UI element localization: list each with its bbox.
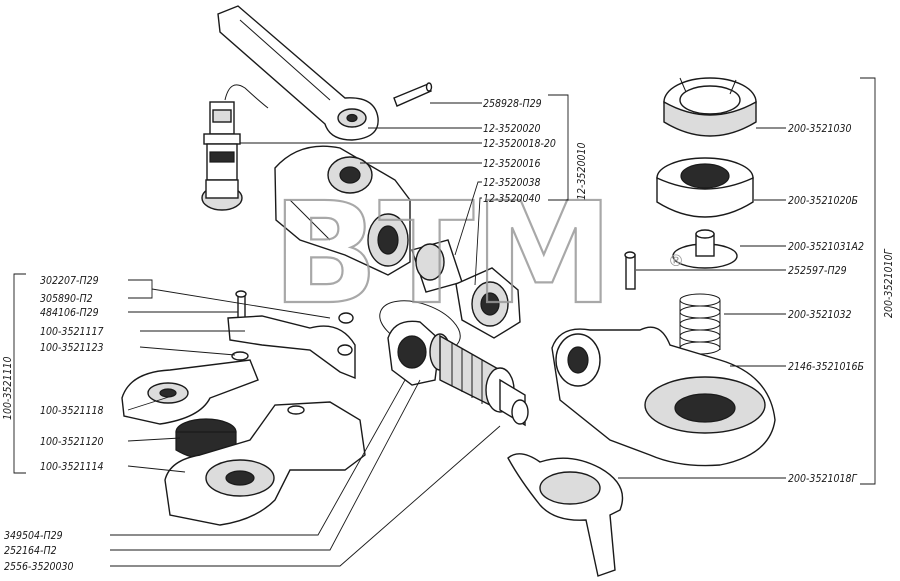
callout-302207-p29: 302207-П29 [40,275,99,287]
callout-200-3521031a2: 200-3521031А2 [788,241,864,253]
callout-2556-3520030: 2556-3520030 [4,561,74,573]
group-12-3520010: 12-3520010 [576,143,588,201]
spring [679,293,721,355]
cap-ring [656,157,754,218]
cam-lever [227,312,356,380]
bracket-pin [235,290,247,329]
callout-12-3520018-20: 12-3520018-20 [483,138,556,150]
callout-305890-p2: 305890-П2 [40,293,93,305]
callout-12-3520020: 12-3520020 [483,123,541,135]
callout-252597-p29: 252597-П29 [788,265,847,277]
callout-2146-3521016b: 2146-3521016Б [788,361,864,373]
group-200-3521010g: 200-3521010Г [883,249,895,318]
valve-body [274,145,411,276]
watermark-registered: ® [668,251,684,270]
callout-100-3521123: 100-3521123 [40,342,104,354]
callout-12-3520016: 12-3520016 [483,158,541,170]
spring-seat [672,229,738,269]
callout-200-3521018g: 200-3521018Г [788,473,857,485]
callout-100-3521114: 100-3521114 [40,461,104,473]
threaded-fitting [387,320,529,427]
callout-200-3521030: 200-3521030 [788,123,852,135]
watermark: BTM ® [271,172,684,337]
lower-lever [121,359,259,425]
callout-100-3521117: 100-3521117 [40,326,104,338]
callout-100-3521120: 100-3521120 [40,436,104,448]
watermark-text: BTM [272,173,614,336]
base-housing [164,401,366,526]
callout-252164-p2: 252164-П2 [4,545,57,557]
callout-100-3521118: 100-3521118 [40,405,104,417]
callout-349504-p29: 349504-П29 [4,530,63,542]
hex-nut [455,267,521,339]
callout-484106-p29: 484106-П29 [40,307,99,319]
split-pin [624,251,636,290]
leader-lines [13,77,876,567]
handle-lever [217,5,379,141]
lock-ring [663,77,757,137]
valve-housing [551,326,776,467]
callout-258928-p29: 258928-П29 [483,98,542,110]
callout-200-3521032: 200-3521032 [788,309,852,321]
pin [393,82,433,107]
group-labels: 12-3520010 200-3521010Г 100-3521110 [2,143,895,421]
callout-12-3520038: 12-3520038 [483,177,541,189]
gasket-plate [507,453,624,577]
callout-200-3521020b: 200-3521020Б [788,195,858,207]
callout-12-3520040: 12-3520040 [483,193,541,205]
callout-labels: 258928-П29 12-3520020 12-3520018-20 12-3… [4,98,864,573]
washer-small [231,351,249,361]
cable-connector [201,84,269,211]
group-100-3521110: 100-3521110 [2,357,14,421]
